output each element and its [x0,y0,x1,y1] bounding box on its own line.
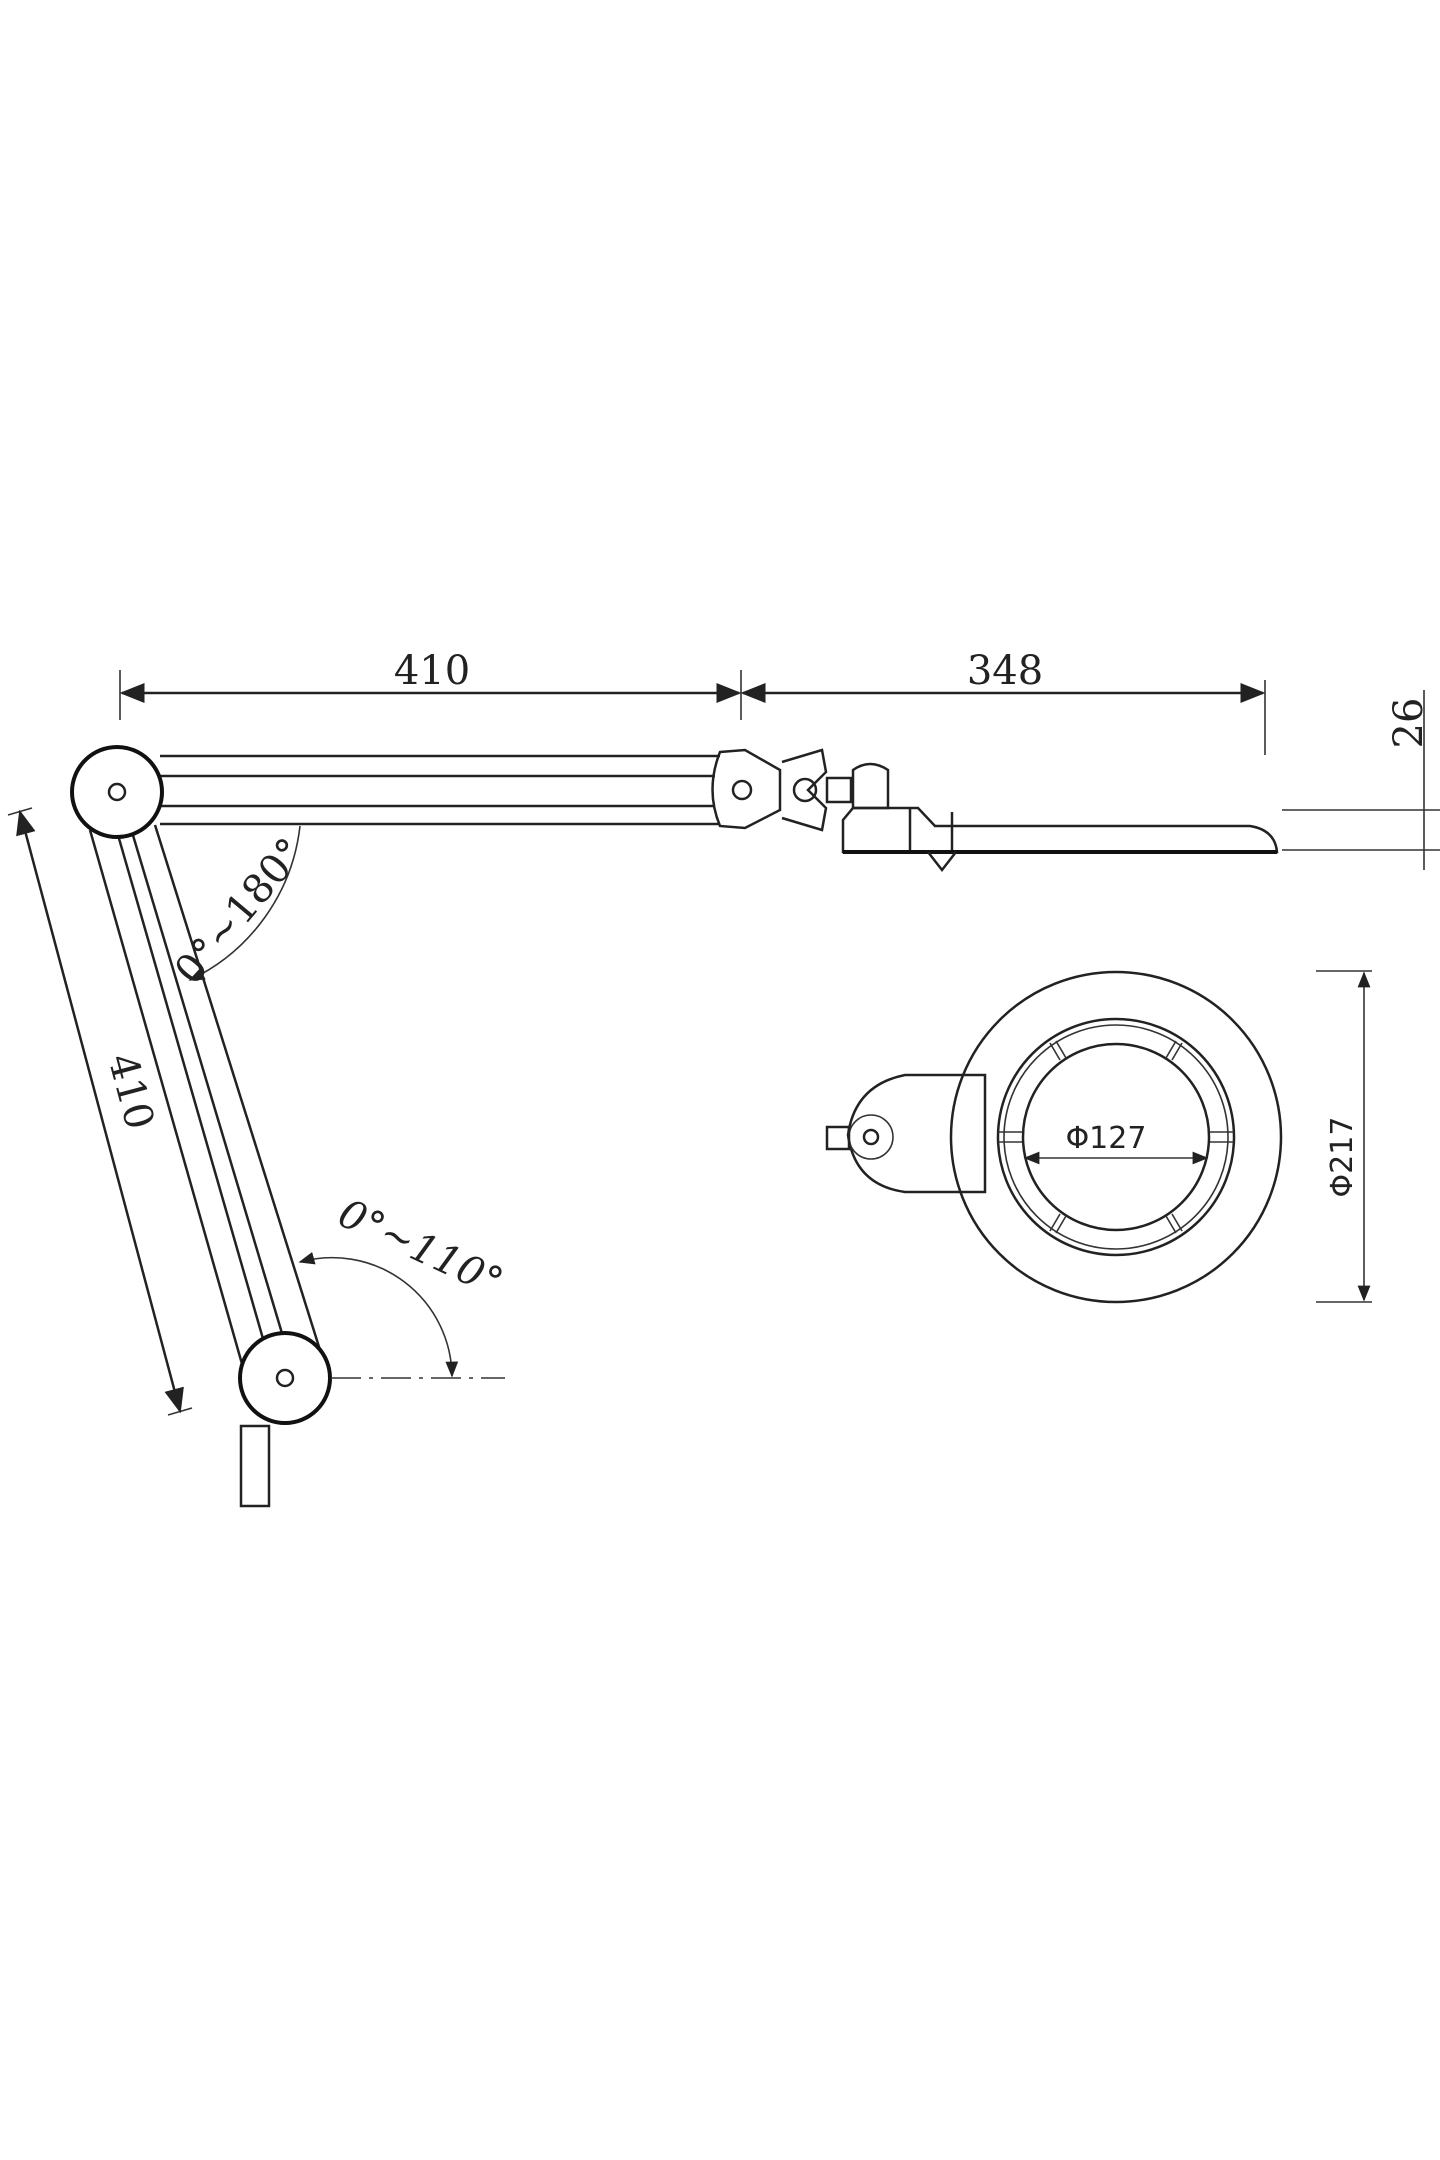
head-length-label: 348 [967,648,1043,694]
base-angle-label: 0°~110° [331,1190,509,1306]
upper-arm-length-label: 410 [394,648,470,694]
lamp-head-top-view: Φ127 [825,970,1283,1304]
head-diameter-dimension: Φ217 [1316,970,1372,1303]
elbow-joint [711,748,890,832]
lower-arm-dimension: 410 [7,807,193,1416]
top-dimension: 410 348 [119,648,1266,755]
shoulder-angle: 0°~180° [166,825,314,994]
head-thickness-label: 26 [1386,698,1432,749]
upper-arm [160,754,720,826]
shoulder-joint [70,745,164,839]
lower-arm-length-label: 410 [98,1049,162,1135]
shoulder-angle-label: 0°~180° [166,830,314,994]
lamp-head-side [841,806,1279,873]
head-diameter-label: Φ217 [1325,1117,1360,1198]
thickness-dimension: 26 [1282,690,1440,870]
base-angle: 0°~110° [298,1190,510,1379]
base-joint [238,1331,332,1508]
lens-diameter-label: Φ127 [1066,1121,1147,1156]
